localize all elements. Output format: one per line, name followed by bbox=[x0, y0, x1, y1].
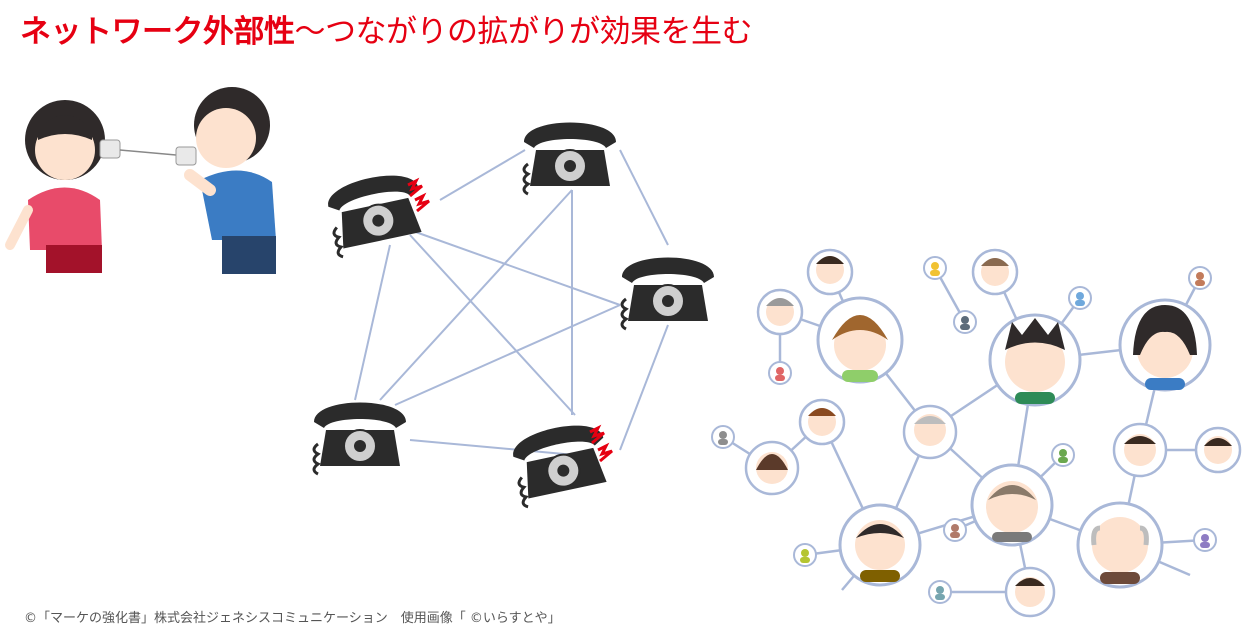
person-avatar-icon bbox=[1004, 566, 1056, 618]
person-avatar-icon bbox=[806, 248, 854, 296]
person-avatar-icon bbox=[744, 440, 800, 496]
rotary-phone-icon bbox=[620, 256, 716, 331]
medium-avatars bbox=[744, 248, 1242, 618]
person-avatar-icon bbox=[816, 296, 904, 384]
person-avatar-icon bbox=[756, 288, 804, 336]
rotary-phone-icon bbox=[312, 401, 408, 476]
person-avatar-icon bbox=[1076, 501, 1164, 589]
person-avatar-icon bbox=[970, 463, 1054, 547]
person-avatar-icon bbox=[1118, 298, 1212, 392]
person-avatar-icon bbox=[1194, 426, 1242, 474]
tin-can-phone-kids bbox=[5, 87, 276, 274]
person-avatar-icon bbox=[1068, 286, 1092, 310]
large-avatars bbox=[816, 296, 1212, 589]
ringing-phone-icon bbox=[507, 417, 616, 510]
person-avatar-icon bbox=[711, 425, 735, 449]
person-avatar-icon bbox=[798, 398, 846, 446]
person-avatar-icon bbox=[768, 361, 792, 385]
person-avatar-icon bbox=[923, 256, 947, 280]
person-avatar-icon bbox=[902, 404, 958, 460]
person-avatar-icon bbox=[971, 248, 1019, 296]
spark-icon bbox=[596, 444, 614, 463]
title-rest: ～つながりの拡がりが効果を生む bbox=[294, 14, 753, 50]
person-avatar-icon bbox=[793, 543, 817, 567]
person-avatar-icon bbox=[943, 518, 967, 542]
person-avatar-icon bbox=[1112, 422, 1168, 478]
phone-network-lines bbox=[354, 149, 669, 456]
copyright-footer: ©「マーケの強化書」株式会社ジェネシスコミュニケーション 使用画像「 ©いらすと… bbox=[24, 611, 561, 626]
person-avatar-icon bbox=[928, 580, 952, 604]
person-avatar-icon bbox=[1193, 528, 1217, 552]
person-avatar-icon bbox=[988, 313, 1082, 407]
rotary-phone-icon bbox=[522, 121, 618, 196]
page-title: ネットワーク外部性～つながりの拡がりが効果を生む bbox=[20, 10, 752, 54]
person-avatar-icon bbox=[838, 503, 922, 587]
person-avatar-icon bbox=[1188, 266, 1212, 290]
person-avatar-icon bbox=[1051, 443, 1075, 467]
spark-icon bbox=[413, 194, 431, 213]
title-bold: ネットワーク外部性 bbox=[20, 14, 295, 50]
small-avatars bbox=[711, 256, 1217, 604]
person-avatar-icon bbox=[953, 310, 977, 334]
